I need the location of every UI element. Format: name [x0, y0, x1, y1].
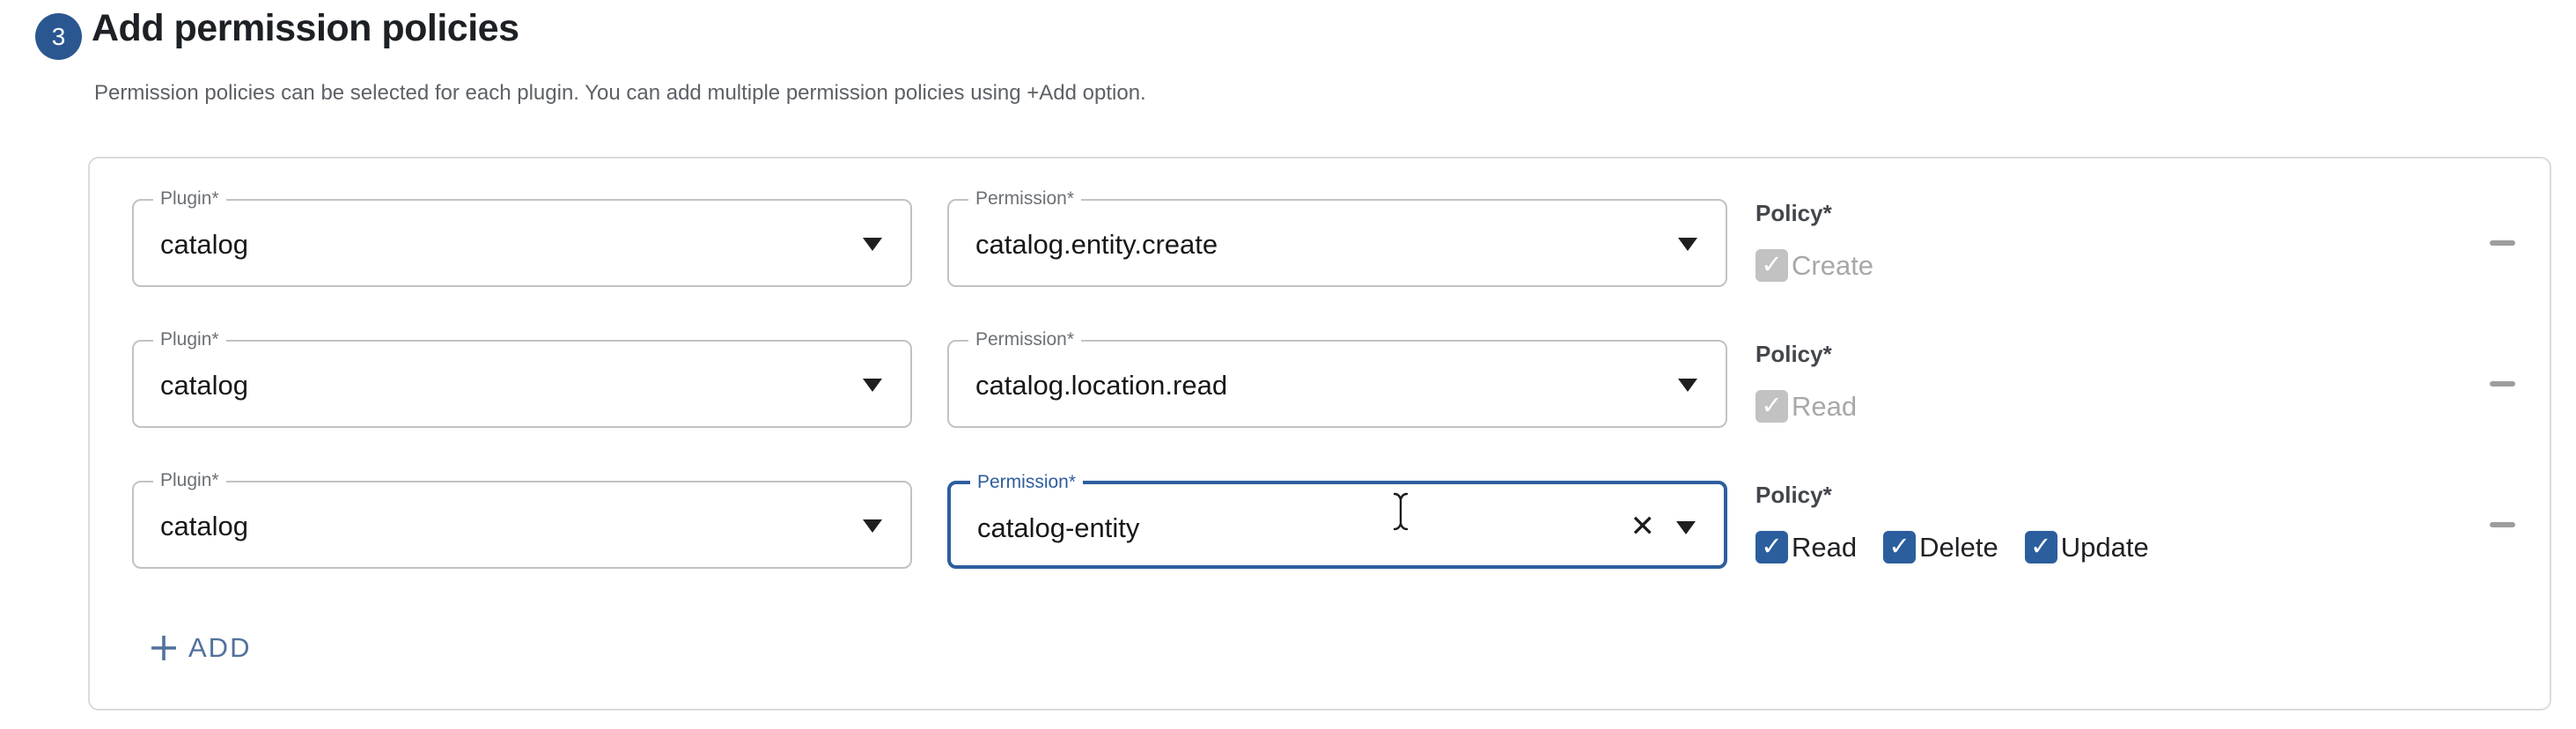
- chevron-down-icon: [863, 238, 882, 251]
- permission-select-value: catalog.location.read: [975, 370, 1228, 401]
- plugin-select-label: Plugin*: [153, 469, 226, 492]
- policy-checkbox-label: Read: [1792, 531, 1858, 563]
- policy-checkbox-group: ✓ Read ✓ Delete ✓ Update: [1755, 531, 2149, 563]
- policy-checkbox-label: Read: [1792, 390, 1858, 422]
- add-button-label: ADD: [188, 632, 252, 663]
- plugin-select[interactable]: Plugin* catalog: [132, 469, 912, 569]
- remove-row-button[interactable]: [2479, 371, 2525, 397]
- permission-select-label: Permission*: [968, 188, 1082, 210]
- policy-label: Policy*: [1755, 482, 1832, 508]
- minus-icon: [2489, 522, 2515, 527]
- page-description: Permission policies can be selected for …: [94, 81, 1146, 105]
- minus-icon: [2489, 240, 2515, 246]
- check-icon: ✓: [2030, 533, 2052, 561]
- step-number: 3: [51, 22, 66, 50]
- page-title: Add permission policies: [92, 7, 519, 49]
- policy-column: Policy* ✓ Read ✓ Delete ✓ Update: [1755, 481, 2425, 569]
- check-icon: ✓: [1761, 533, 1783, 561]
- policy-column: Policy* ✓ Create: [1755, 199, 2425, 287]
- checkbox: ✓: [1755, 390, 1788, 423]
- policy-label: Policy*: [1755, 200, 1832, 226]
- permission-policy-row: Plugin* catalog Permission* catalog.loca…: [90, 328, 2550, 428]
- minus-icon: [2489, 381, 2515, 387]
- chevron-down-icon: [1678, 379, 1697, 392]
- remove-row-button[interactable]: [2479, 512, 2525, 538]
- permission-policies-card: Plugin* catalog Permission* catalog.enti…: [88, 157, 2551, 711]
- permission-input-label: Permission*: [970, 471, 1084, 494]
- permission-select[interactable]: Permission* catalog.entity.create: [947, 188, 1727, 287]
- permission-select-label: Permission*: [968, 328, 1082, 351]
- check-icon: ✓: [1888, 533, 1910, 561]
- permission-policy-row: Plugin* catalog Permission* catalog-enti…: [90, 469, 2550, 569]
- policy-checkbox-label: Update: [2060, 531, 2149, 563]
- permission-select-value: catalog.entity.create: [975, 229, 1218, 260]
- policy-label: Policy*: [1755, 341, 1832, 367]
- add-button[interactable]: ADD: [141, 625, 260, 671]
- checkbox: ✓: [1755, 249, 1788, 282]
- checkbox: ✓: [1883, 531, 1917, 563]
- policy-checkbox-delete[interactable]: ✓ Delete: [1883, 531, 1998, 563]
- policy-checkbox-read[interactable]: ✓ Read: [1755, 531, 1857, 563]
- policy-checkbox-label: Create: [1792, 249, 1874, 281]
- remove-row-button[interactable]: [2479, 230, 2525, 256]
- checkbox: ✓: [2024, 531, 2057, 563]
- permission-autocomplete-input[interactable]: Permission* catalog-entity ✕: [947, 471, 1727, 569]
- step-badge: 3: [35, 13, 82, 60]
- plugin-select-value: catalog: [160, 511, 248, 541]
- chevron-down-icon: [1678, 238, 1697, 251]
- permission-policy-row: Plugin* catalog Permission* catalog.enti…: [90, 188, 2550, 287]
- policy-checkbox-create[interactable]: ✓ Create: [1755, 249, 1873, 282]
- plugin-select-label: Plugin*: [153, 328, 226, 351]
- plugin-select[interactable]: Plugin* catalog: [132, 328, 912, 428]
- policy-checkbox-label: Delete: [1919, 531, 1998, 563]
- policy-checkbox-update[interactable]: ✓ Update: [2024, 531, 2149, 563]
- plus-icon: [150, 634, 178, 662]
- plugin-select-value: catalog: [160, 229, 248, 260]
- checkbox: ✓: [1755, 531, 1788, 563]
- chevron-down-icon: [863, 379, 882, 392]
- permission-input-value: catalog-entity: [977, 512, 1140, 543]
- plugin-select-value: catalog: [160, 370, 248, 401]
- chevron-down-icon: [863, 519, 882, 533]
- chevron-down-icon: [1676, 521, 1696, 534]
- policy-checkbox-read[interactable]: ✓ Read: [1755, 390, 1857, 423]
- text-cursor-icon: [1389, 491, 1412, 536]
- permission-select[interactable]: Permission* catalog.location.read: [947, 328, 1727, 428]
- check-icon: ✓: [1761, 392, 1783, 420]
- policy-checkbox-group: ✓ Create: [1755, 249, 1873, 282]
- plugin-select[interactable]: Plugin* catalog: [132, 188, 912, 287]
- clear-icon[interactable]: ✕: [1630, 510, 1656, 543]
- plugin-select-label: Plugin*: [153, 188, 226, 210]
- check-icon: ✓: [1761, 251, 1783, 279]
- policy-checkbox-group: ✓ Read: [1755, 390, 1857, 423]
- policy-column: Policy* ✓ Read: [1755, 340, 2425, 428]
